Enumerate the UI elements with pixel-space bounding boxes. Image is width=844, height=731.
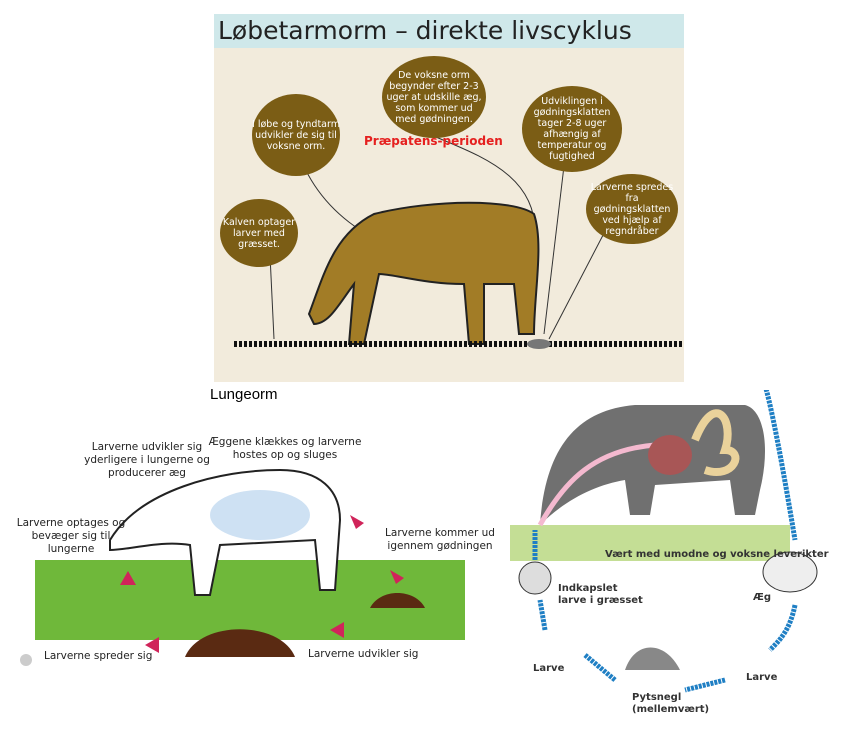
lens-icon[interactable] xyxy=(20,654,32,666)
red-arrows-icon xyxy=(120,515,404,653)
egg-icon xyxy=(762,551,818,593)
snail-icon xyxy=(625,647,680,670)
label-hatch: Æggene klækkes og larverne hostes op og … xyxy=(208,436,362,461)
calf-icon xyxy=(307,201,540,345)
label-larva-left: Larve xyxy=(533,663,565,674)
label-lungs: Larverne udvikler sig yderligere i lunge… xyxy=(84,441,210,479)
panel-title: Løbetarmorm – direkte livscyklus xyxy=(214,14,684,48)
label-host: Vært med umodne og voksne leverikter xyxy=(605,549,829,560)
lungworm-illustration xyxy=(35,468,465,657)
bubble-intake: Kalven optager larver med græsset. xyxy=(220,199,298,267)
dung-icon xyxy=(185,629,295,657)
dung-icon xyxy=(527,339,551,349)
cyst-icon xyxy=(518,561,552,595)
label-develop: Larverne udvikler sig xyxy=(308,648,419,660)
prepatent-label: Præpatens-perioden xyxy=(364,134,503,148)
cow-illustration xyxy=(234,123,684,349)
label-egg: Æg xyxy=(753,592,772,603)
label-out: Larverne kommer ud igennem gødningen xyxy=(385,527,495,552)
label-intake: Larverne optages og bevæger sig til lung… xyxy=(16,517,126,555)
bubble-eggs: De voksne orm begynder efter 2-3 uger at… xyxy=(382,56,486,138)
bubble-develop: I løbe og tyndtarm udvikler de sig til v… xyxy=(252,94,340,176)
direct-lifecycle-panel: Løbetarmorm – direkte livscyklus Kalven … xyxy=(214,14,684,382)
label-cyst: Indkapslet larve i græsset xyxy=(558,583,643,606)
liver-icon xyxy=(648,435,692,475)
bubble-dung: Udviklingen i gødningsklatten tager 2-8 … xyxy=(522,86,622,172)
label-larva-right: Larve xyxy=(746,672,778,683)
lungworm-title: Lungeorm xyxy=(210,386,278,403)
liverfluke-illustration xyxy=(510,390,818,693)
bubble-spread: Larverne spredes fra gødningsklatten ved… xyxy=(586,174,678,244)
label-spread: Larverne spreder sig xyxy=(44,650,153,662)
blue-arrows-icon xyxy=(532,390,798,693)
label-snail: Pytsnegl (mellemvært) xyxy=(632,692,710,715)
